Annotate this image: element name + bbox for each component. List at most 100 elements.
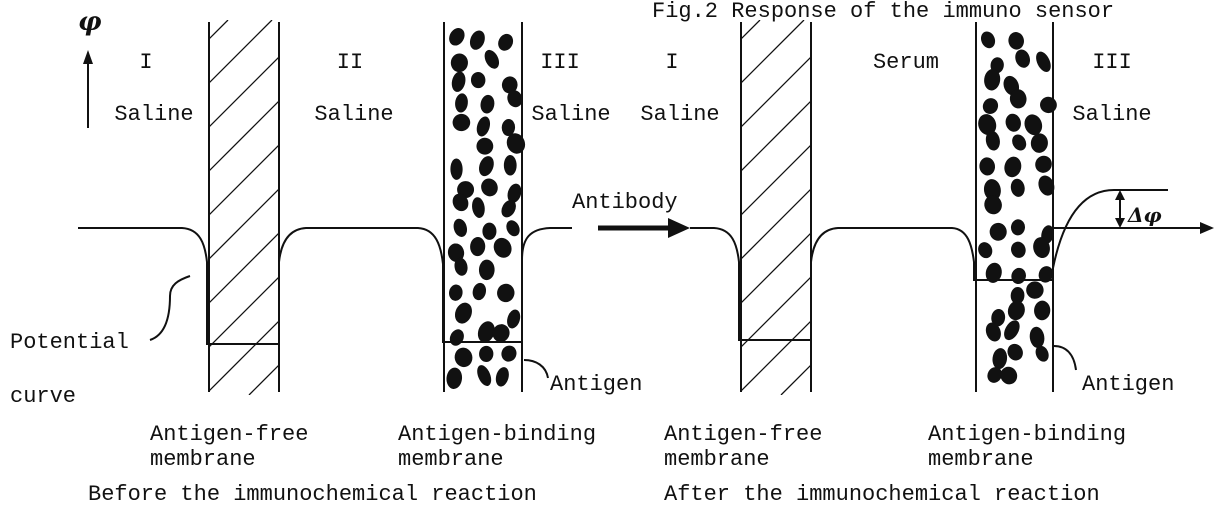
antigen-particle bbox=[479, 94, 496, 115]
antigen-particle bbox=[1013, 48, 1032, 70]
left-region-numeral-2: II bbox=[337, 50, 363, 75]
right-free-membrane-caption-1: Antigen-free bbox=[664, 422, 822, 447]
antigen-particle bbox=[1030, 133, 1049, 154]
antigen-particle bbox=[453, 346, 474, 369]
right-panel-caption: After the immunochemical reaction bbox=[664, 482, 1100, 507]
antigen-particle bbox=[1028, 326, 1045, 349]
antigen-particle bbox=[482, 48, 502, 72]
antigen-particle bbox=[978, 156, 996, 176]
antigen-particle bbox=[980, 95, 1001, 116]
delta-phi-arrow-up bbox=[1115, 190, 1125, 200]
potential-curve-leader bbox=[150, 276, 190, 340]
antibody-label: Antibody bbox=[572, 190, 678, 215]
antigen-particle bbox=[450, 158, 463, 180]
antigen-particle bbox=[979, 29, 998, 50]
left-antigen-binding-membrane bbox=[444, 22, 528, 392]
antigen-particle bbox=[982, 193, 1004, 216]
antigen-particle bbox=[471, 282, 488, 302]
antigen-particle bbox=[476, 137, 494, 155]
antigen-particle bbox=[471, 72, 486, 89]
hatch-pattern bbox=[0, 20, 1064, 395]
antigen-particle bbox=[495, 31, 515, 53]
antigen-particle bbox=[474, 115, 492, 138]
antigen-particle bbox=[452, 300, 475, 326]
left-region-solution-3: Saline bbox=[531, 102, 610, 127]
right-antigen-label: Antigen bbox=[1082, 372, 1174, 397]
antigen-particle bbox=[1010, 219, 1026, 236]
delta-phi-arrow-down bbox=[1115, 218, 1125, 228]
antigen-particle bbox=[1025, 280, 1045, 300]
antigen-particle bbox=[452, 217, 469, 238]
antigen-particle bbox=[494, 366, 511, 388]
hatch-line bbox=[381, 20, 756, 395]
left-region-solution-1: Saline bbox=[114, 102, 193, 127]
left-binding-membrane-caption-1: Antigen-binding bbox=[398, 422, 596, 447]
antigen-particle bbox=[1010, 266, 1028, 285]
antigen-particle bbox=[1039, 95, 1059, 114]
left-region-solution-2: Saline bbox=[314, 102, 393, 127]
antigen-particle bbox=[1034, 300, 1051, 320]
antigen-particle bbox=[1009, 132, 1029, 153]
left-antigen-leader bbox=[524, 360, 548, 378]
right-region-solution-3: Saline bbox=[1072, 102, 1151, 127]
right-potential-curve bbox=[690, 190, 1168, 340]
left-panel-caption: Before the immunochemical reaction bbox=[88, 482, 537, 507]
hatch-line bbox=[249, 20, 624, 395]
antigen-particle bbox=[491, 235, 515, 261]
antibody-arrowhead bbox=[668, 218, 690, 238]
right-free-membrane-caption-2: membrane bbox=[664, 447, 770, 472]
antigen-particle bbox=[467, 28, 487, 52]
antigen-particle bbox=[479, 259, 495, 280]
figure-title: Fig.2 Response of the immuno sensor bbox=[652, 0, 1114, 24]
hatch-line bbox=[913, 20, 1214, 395]
left-region-numeral-3: III bbox=[540, 50, 580, 75]
antigen-particles bbox=[975, 29, 1058, 387]
hatch-line bbox=[513, 20, 888, 395]
antigen-particle bbox=[452, 113, 471, 132]
right-region-solution-2: Serum bbox=[873, 50, 939, 75]
left-antigen-label: Antigen bbox=[550, 372, 642, 397]
antigen-particle bbox=[454, 93, 469, 113]
left-free-membrane-caption-1: Antigen-free bbox=[150, 422, 308, 447]
right-binding-membrane-caption-1: Antigen-binding bbox=[928, 422, 1126, 447]
antigen-particle bbox=[1004, 112, 1023, 133]
antigen-particle bbox=[991, 347, 1008, 370]
right-antigen-leader bbox=[1054, 346, 1076, 370]
antigen-particle bbox=[450, 53, 468, 73]
hatch-line bbox=[645, 20, 1020, 395]
hatch-line bbox=[1177, 20, 1214, 395]
antigen-particle bbox=[447, 327, 466, 348]
antigen-particle bbox=[1009, 240, 1028, 260]
antigen-particle bbox=[448, 284, 464, 302]
antigen-particle bbox=[450, 70, 467, 93]
antigen-particle bbox=[989, 223, 1007, 241]
antigen-particle bbox=[479, 346, 494, 362]
right-binding-membrane-caption-2: membrane bbox=[928, 447, 1034, 472]
phi-axis-arrowhead bbox=[83, 50, 93, 64]
left-binding-membrane-caption-2: membrane bbox=[398, 447, 504, 472]
phi-symbol: φ bbox=[78, 7, 102, 37]
antigen-particle bbox=[1005, 299, 1027, 323]
antigen-particle bbox=[474, 363, 494, 388]
antigen-particle bbox=[470, 237, 486, 257]
antigen-particle bbox=[499, 343, 519, 363]
antigen-particle bbox=[1033, 49, 1054, 74]
antigen-particle bbox=[1005, 341, 1026, 363]
right-region-solution-1: Saline bbox=[640, 102, 719, 127]
antigen-particle bbox=[1002, 155, 1023, 179]
baseline-arrowhead bbox=[1200, 222, 1214, 234]
antigen-particle bbox=[476, 154, 496, 178]
antigen-particle bbox=[504, 155, 517, 176]
potential-label: Potential bbox=[10, 330, 129, 355]
left-free-membrane-caption-2: membrane bbox=[150, 447, 256, 472]
right-region-numeral-3: III bbox=[1092, 50, 1132, 75]
antigen-particle bbox=[445, 367, 463, 390]
left-region-numeral-1: I bbox=[139, 50, 152, 75]
antigen-particle bbox=[496, 282, 516, 303]
antigen-particle bbox=[505, 308, 522, 330]
hatch-line bbox=[781, 20, 1156, 395]
antigen-particle bbox=[1009, 178, 1026, 198]
antigen-particle bbox=[1032, 153, 1054, 176]
